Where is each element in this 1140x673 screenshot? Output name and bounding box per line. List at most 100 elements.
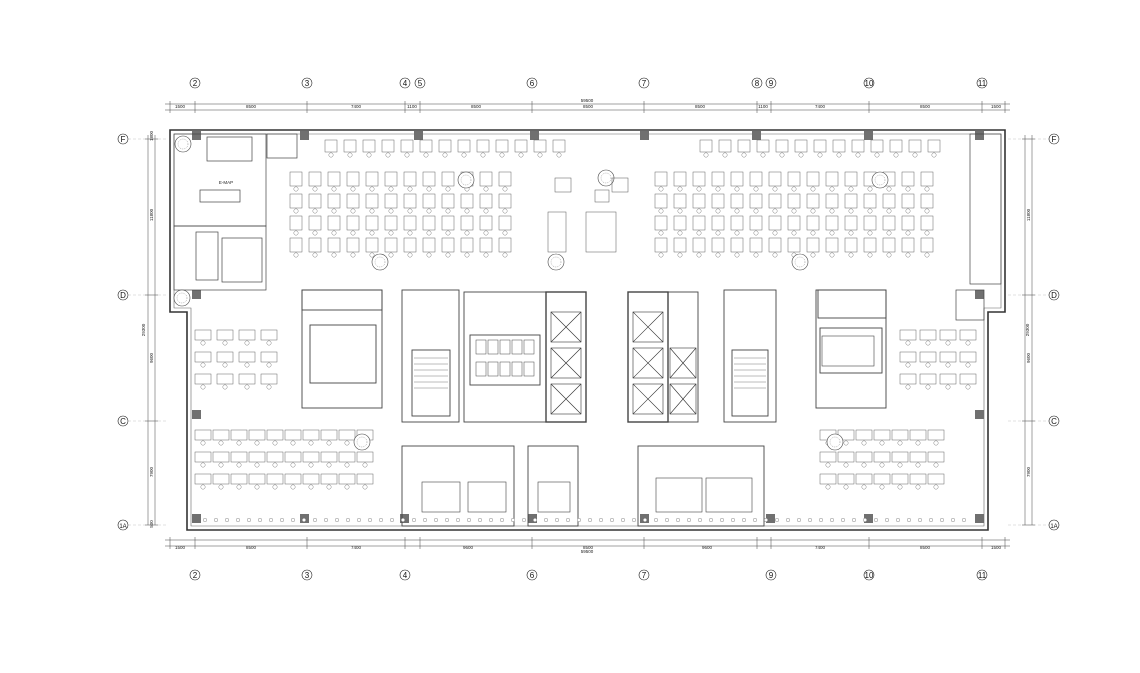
perimeter-chair	[896, 518, 901, 523]
workstation-desk	[927, 473, 945, 485]
perimeter-chair	[533, 518, 538, 523]
workstation-desk	[927, 451, 945, 463]
structural-column	[975, 290, 984, 299]
workstation-chair	[426, 208, 432, 214]
structural-column	[530, 131, 539, 140]
workstation-chair	[791, 208, 797, 214]
perimeter-chair	[489, 518, 494, 523]
workstation-chair	[886, 208, 892, 214]
workstation-chair	[703, 152, 709, 158]
workstation-chair	[848, 208, 854, 214]
workstation-desk	[441, 171, 455, 187]
workstation-desk	[870, 139, 884, 153]
workstation-chair	[442, 152, 448, 158]
svg-text:10: 10	[865, 571, 874, 580]
perimeter-chair	[676, 518, 681, 523]
workstation-desk	[460, 215, 474, 231]
grid-bubble-F-right: F	[1048, 133, 1060, 145]
perimeter-chair	[852, 518, 857, 523]
workstation-chair	[760, 152, 766, 158]
perimeter-chair	[478, 518, 483, 523]
workstation-desk	[909, 473, 927, 485]
workstation-desk	[498, 193, 512, 209]
perimeter-chair	[335, 518, 340, 523]
planter	[597, 169, 615, 187]
workstation-desk	[216, 351, 234, 363]
workstation-desk	[384, 171, 398, 187]
workstation-desk	[346, 215, 360, 231]
workstation-chair	[879, 462, 885, 468]
svg-text:6: 6	[530, 79, 535, 88]
workstation-chair	[404, 152, 410, 158]
workstation-chair	[350, 252, 356, 258]
workstation-chair	[200, 362, 206, 368]
workstation-chair	[945, 384, 951, 390]
workstation-desk	[216, 373, 234, 385]
workstation-desk	[873, 473, 891, 485]
workstation-desk	[711, 171, 725, 187]
workstation-desk	[403, 215, 417, 231]
right-dim-0: 11800	[1026, 208, 1031, 221]
workstation-desk	[479, 215, 493, 231]
workstation-desk	[365, 237, 379, 253]
workstation-desk	[873, 451, 891, 463]
workstation-chair	[362, 484, 368, 490]
open-office-workstations	[194, 139, 977, 485]
workstation-chair	[344, 462, 350, 468]
workstation-desk	[248, 473, 266, 485]
workstation-chair	[502, 208, 508, 214]
workstation-chair	[200, 340, 206, 346]
structural-column	[300, 131, 309, 140]
workstation-chair	[897, 440, 903, 446]
planter-foliage	[794, 256, 806, 268]
workstation-desk	[718, 139, 732, 153]
workstation-desk	[819, 473, 837, 485]
bottom-dim-3: 9600	[463, 545, 474, 550]
workstation-chair	[843, 484, 849, 490]
workstation-chair	[461, 152, 467, 158]
perimeter-chair	[213, 518, 218, 523]
grid-lines	[128, 138, 1049, 526]
workstation-chair	[502, 252, 508, 258]
workstation-chair	[328, 152, 334, 158]
perimeter-chair	[863, 518, 868, 523]
structural-column	[864, 131, 873, 140]
svg-text:F: F	[121, 135, 126, 144]
workstation-chair	[347, 152, 353, 158]
workstation-chair	[464, 208, 470, 214]
workstation-desk	[362, 139, 376, 153]
workstation-desk	[730, 237, 744, 253]
workstation-chair	[483, 230, 489, 236]
structural-column	[192, 514, 201, 523]
workstation-desk	[403, 171, 417, 187]
perimeter-chair	[401, 518, 406, 523]
top-dim-0: 1500	[175, 104, 186, 109]
workstation-chair	[829, 186, 835, 192]
right-dim-1: 9600	[1026, 352, 1031, 363]
workstation-chair	[244, 384, 250, 390]
workstation-desk	[654, 171, 668, 187]
grid-bubble-7-bottom: 7	[638, 569, 650, 581]
perimeter-chair	[786, 518, 791, 523]
perimeter-chair	[698, 518, 703, 523]
workstation-chair	[791, 186, 797, 192]
workstation-chair	[480, 152, 486, 158]
workstation-chair	[715, 186, 721, 192]
perimeter-chair	[731, 518, 736, 523]
planter	[457, 171, 475, 189]
workstation-desk	[238, 329, 256, 341]
workstation-chair	[897, 462, 903, 468]
planters	[173, 135, 889, 451]
perimeter-chair	[885, 518, 890, 523]
svg-text:F: F	[1052, 135, 1057, 144]
workstation-desk	[403, 237, 417, 253]
workstation-chair	[290, 440, 296, 446]
workstation-desk	[920, 215, 934, 231]
workstation-chair	[218, 484, 224, 490]
workstation-desk	[959, 351, 977, 363]
bottom-dim-4: 8500	[583, 545, 594, 550]
workstation-chair	[848, 252, 854, 258]
svg-text:7: 7	[642, 79, 647, 88]
workstation-chair	[464, 252, 470, 258]
workstation-desk	[711, 193, 725, 209]
